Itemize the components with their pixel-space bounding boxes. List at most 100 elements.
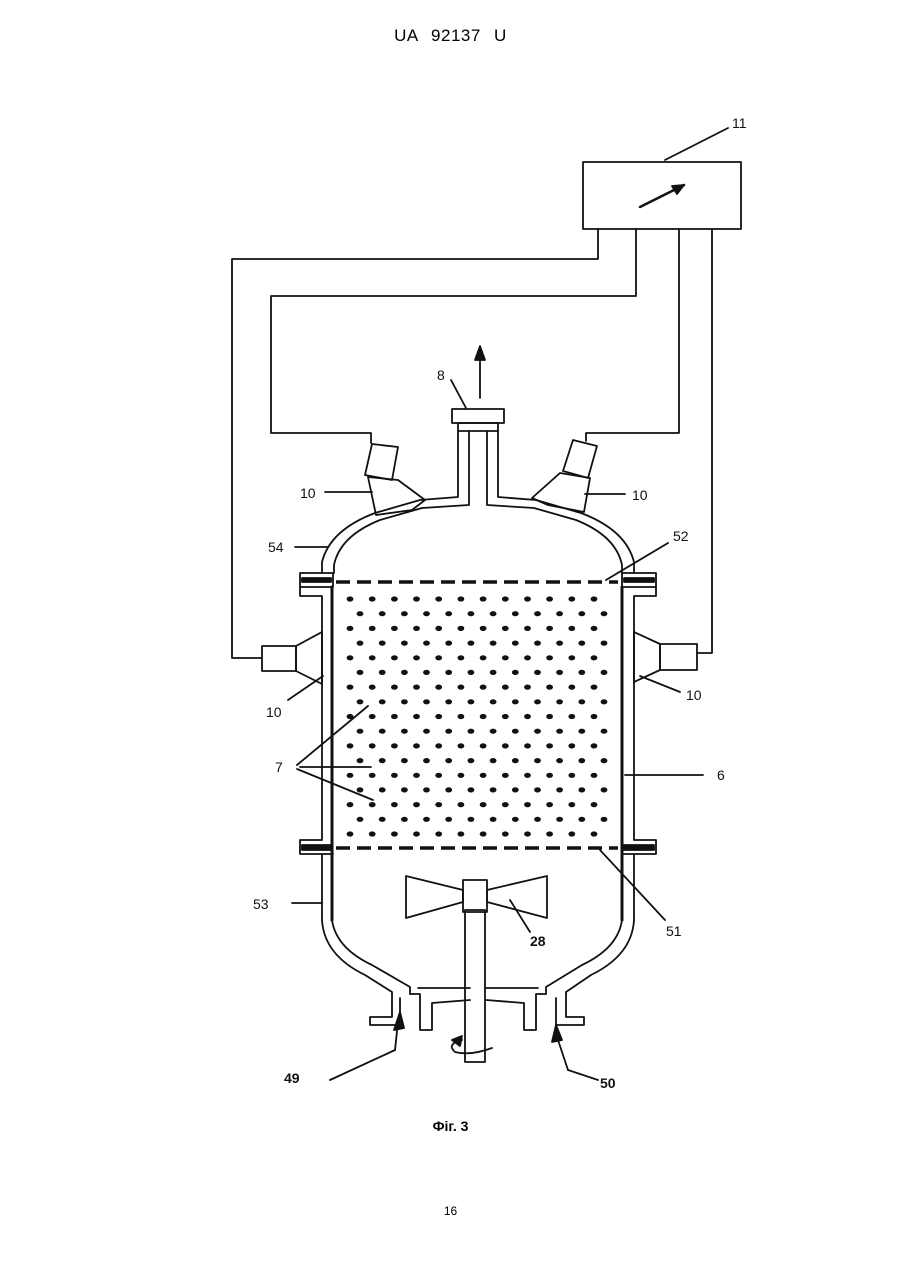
leader-49 [330,1050,395,1080]
packing-dot [502,626,509,631]
packing-dot [401,611,408,616]
packing-dot [556,670,563,675]
packing-dot [591,685,598,690]
figure-caption: Фіг. 3 [0,1118,901,1134]
packing-dot [490,641,497,646]
packing-dot [379,670,386,675]
packing-dot [480,714,487,719]
packing-dot [480,685,487,690]
packing-dot [391,773,398,778]
packing-dot [379,611,386,616]
packing-dot [578,729,585,734]
packing-dot [524,626,531,631]
packing-dot [480,743,487,748]
packing-dot [379,787,386,792]
packing-dot [480,596,487,601]
packing-dot [435,714,442,719]
packing-dot [546,831,553,836]
packing-dot [423,729,430,734]
packing-dot [601,729,608,734]
packing-dot [591,802,598,807]
packing-dot [490,729,497,734]
leader-10-mid-right [640,676,680,692]
leader-7c [297,769,373,800]
packing-dot [490,699,497,704]
packing-dot [401,641,408,646]
packing-dot [369,596,376,601]
leader-11 [665,128,728,160]
packing-dot [391,685,398,690]
packing-dot [458,802,465,807]
sensor-mid-left-cone [296,632,322,684]
packing-dot [546,655,553,660]
packing-dot [591,831,598,836]
packing-dot [534,817,541,822]
label-51: 51 [666,923,682,939]
packing-dot [512,787,519,792]
leader-50 [558,1040,568,1070]
packing-dot [534,787,541,792]
packing-dot [468,758,475,763]
packing-dot [568,831,575,836]
cable-1 [232,229,598,658]
packing-dot [546,685,553,690]
packing-dot [468,611,475,616]
packing-dot [379,758,386,763]
bottom-dome-outer [322,920,400,1025]
top-dome-outer [322,431,458,573]
packing-dot [601,758,608,763]
packing-dot [524,685,531,690]
packing-dot [423,670,430,675]
packing-dot [458,831,465,836]
packing-dot [347,626,354,631]
label-49: 49 [284,1070,300,1086]
packing-dot [445,670,452,675]
packing-dot [357,670,364,675]
packing-dot [556,758,563,763]
packing-dot [468,699,475,704]
packing-dot [357,641,364,646]
packing-dot [413,596,420,601]
packing-dot [546,743,553,748]
packing-dot [445,729,452,734]
sensor-mid-left-body [262,646,296,671]
packing-dot [369,773,376,778]
packing-dot [502,743,509,748]
packing-dot [568,773,575,778]
packing-dot [379,641,386,646]
packing-dot [556,641,563,646]
packing-dot [458,685,465,690]
packing-dot [568,596,575,601]
packing-dot [568,655,575,660]
packing-dot [556,611,563,616]
packing-dot [413,626,420,631]
packing-dot [468,670,475,675]
leader-8 [451,380,466,408]
packing-dot [524,743,531,748]
packing-dot [591,714,598,719]
packing-dot [391,831,398,836]
cable-4 [697,229,712,653]
packing-dot [435,655,442,660]
packing-dot [556,729,563,734]
packing-dot [578,817,585,822]
packing-dot [347,714,354,719]
packing-dot [524,831,531,836]
packing-dot [391,802,398,807]
packing-dot [347,655,354,660]
packing-dot [468,729,475,734]
sensor-top-right-cone [532,473,590,512]
packing-dot [480,831,487,836]
packing-dot [524,773,531,778]
label-10-top-right: 10 [632,487,648,503]
packing-dot [413,714,420,719]
packing-dot [458,655,465,660]
label-11: 11 [732,115,747,131]
packing-dot [423,787,430,792]
packing-dot [502,714,509,719]
packing-dot [423,641,430,646]
packing-dot [512,729,519,734]
packing-dot [601,670,608,675]
impeller-blade-left [406,876,463,918]
cable-3 [586,229,679,441]
